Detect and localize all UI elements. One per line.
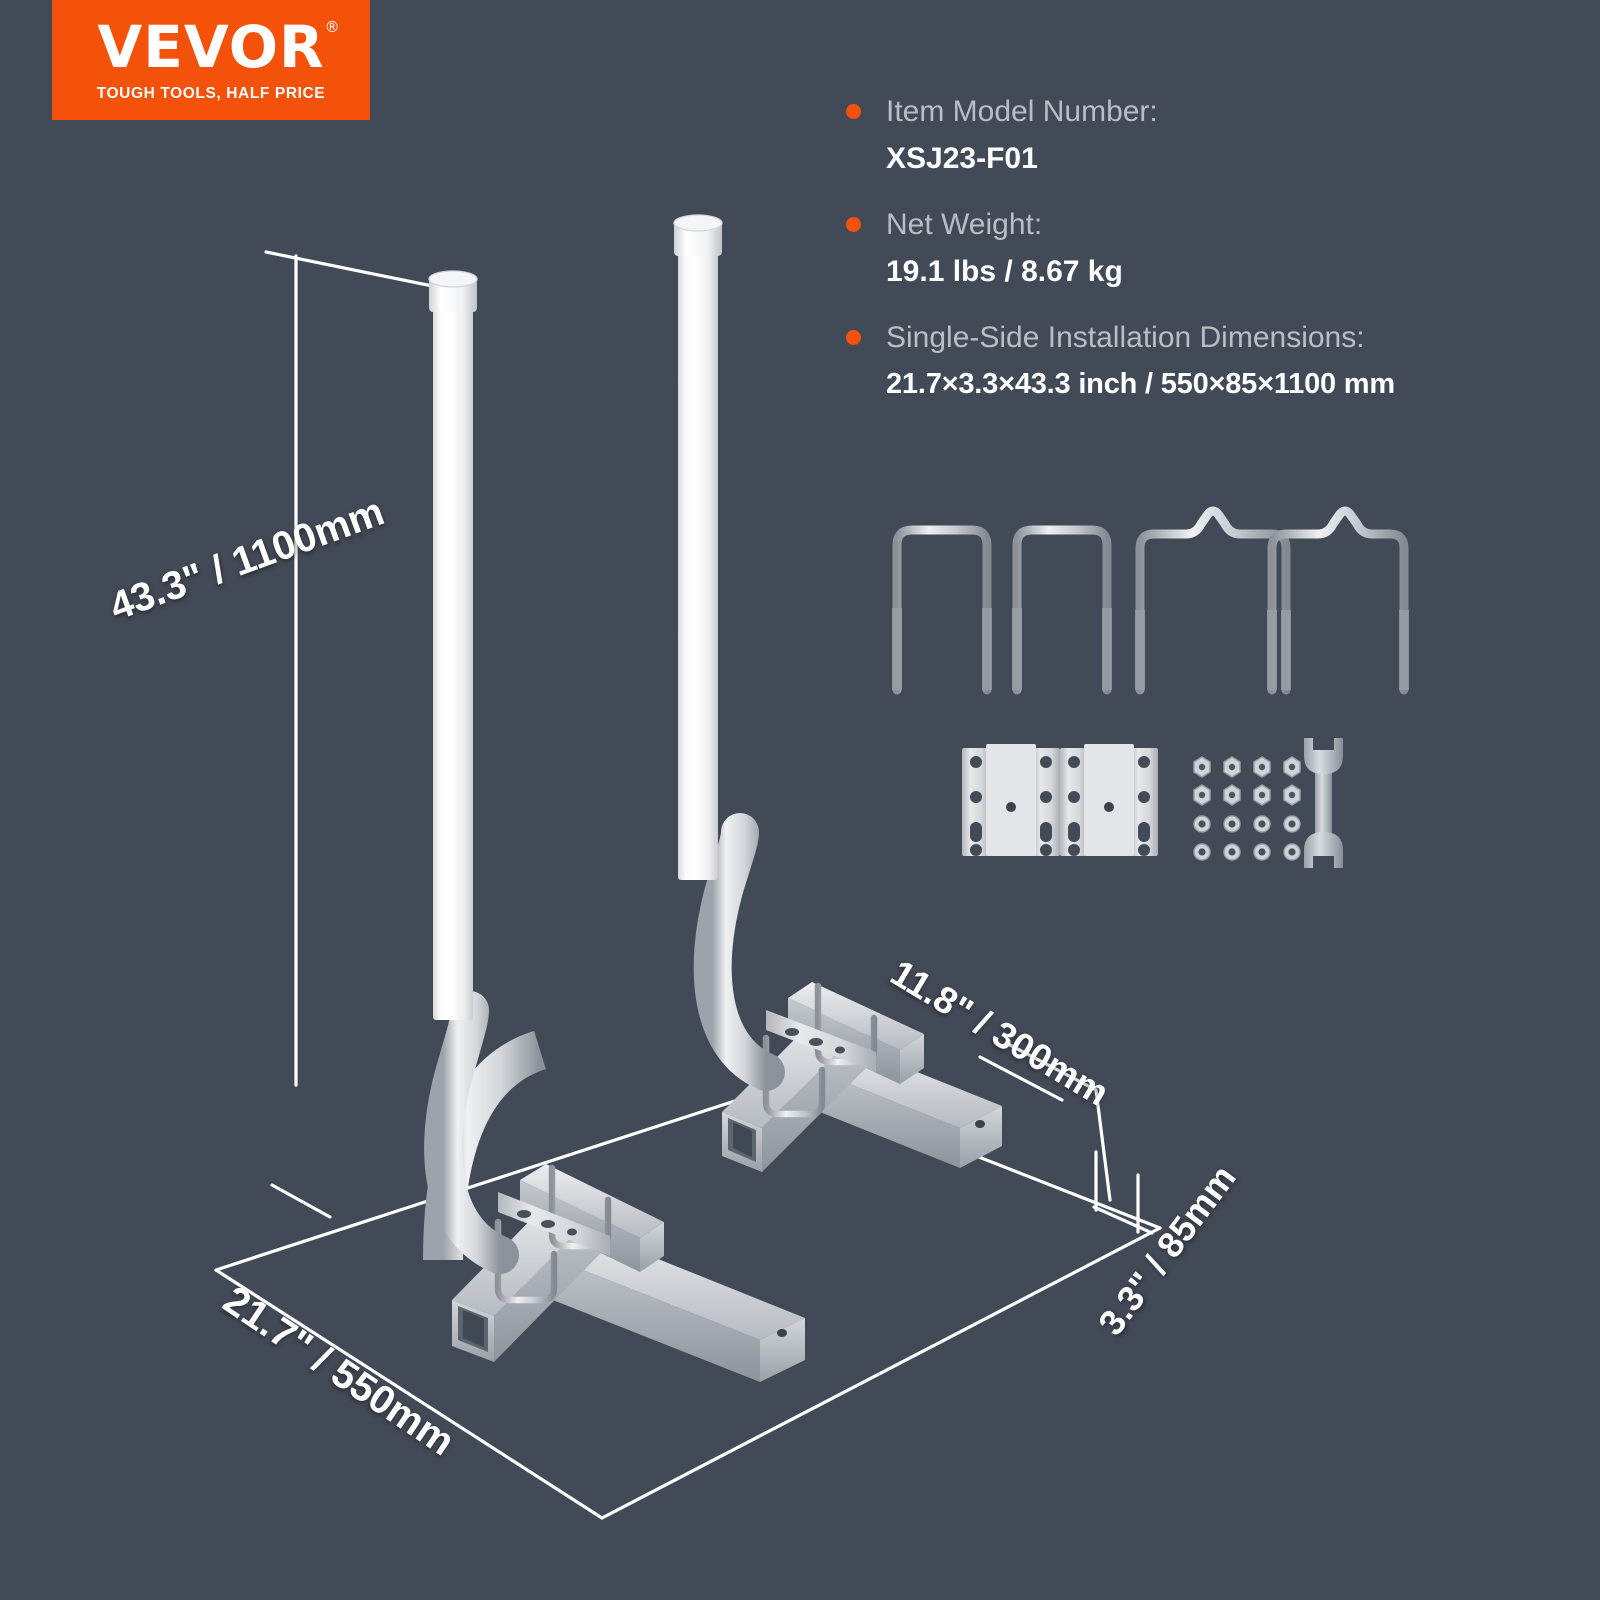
logo-wordmark-text: VEVOR ® (97, 18, 339, 76)
pole-cap-right (673, 214, 723, 256)
mounting-plate-2 (1060, 744, 1158, 856)
u-bolt-square-2 (1012, 525, 1112, 695)
pole-left (433, 295, 473, 1020)
nut-group (1193, 756, 1301, 806)
accessory-group (892, 506, 1409, 868)
logo-wordmark-label: VEVOR (97, 12, 325, 81)
pole-assembly-right (673, 214, 1002, 1172)
spec-label: Single-Side Installation Dimensions: (886, 321, 1365, 354)
wrench (1304, 738, 1343, 868)
specification-list: Item Model Number: XSJ23-F01 Net Weight:… (846, 92, 1586, 430)
spec-item-model-number: Item Model Number: XSJ23-F01 (846, 92, 1586, 179)
pole-right (678, 240, 718, 880)
depth-extension-b (1094, 1088, 1112, 1202)
registered-trademark-icon: ® (324, 17, 341, 36)
clamp-plate-right (766, 1010, 876, 1072)
ground-line-front-right (600, 1226, 1162, 1520)
logo-tagline: TOUGH TOOLS, HALF PRICE (96, 84, 326, 102)
mounting-plate-1 (962, 744, 1060, 856)
spec-value: XSJ23-F01 (886, 141, 1038, 175)
spec-value: 21.7×3.3×43.3 inch / 550×85×1100 mm (886, 367, 1395, 400)
pole-assembly-left (423, 270, 805, 1382)
spec-label: Net Weight: (886, 208, 1043, 241)
leader-line-pole-top (264, 250, 454, 292)
clamp-plate-left (498, 1192, 610, 1256)
ground-line-front-left (214, 1268, 604, 1520)
spec-label: Item Model Number: (886, 95, 1158, 128)
spec-value: 19.1 lbs / 8.67 kg (886, 254, 1123, 288)
elbow-curve-left (424, 991, 519, 1274)
pole-cap-left (428, 270, 478, 312)
u-bolt-square-1 (892, 525, 992, 695)
elbow-curve-right (693, 813, 785, 1091)
washer-group (1193, 815, 1301, 861)
u-bolt-saddle-2 (1267, 506, 1409, 695)
ground-line-left (214, 1081, 792, 1272)
vevor-logo: VEVOR ® TOUGH TOOLS, HALF PRICE (52, 0, 370, 120)
spec-item-installation-dimensions: Single-Side Installation Dimensions: 21.… (846, 318, 1586, 404)
bullet-icon (846, 104, 861, 119)
bullet-icon (846, 217, 861, 232)
spec-item-net-weight: Net Weight: 19.1 lbs / 8.67 kg (846, 205, 1586, 292)
depth-dimension-line (1006, 1042, 1098, 1092)
bullet-icon (846, 330, 861, 345)
thickness-dimension-line (1092, 1205, 1154, 1235)
width-extension-tick (270, 1183, 332, 1219)
depth-extension-a (978, 1055, 1064, 1102)
